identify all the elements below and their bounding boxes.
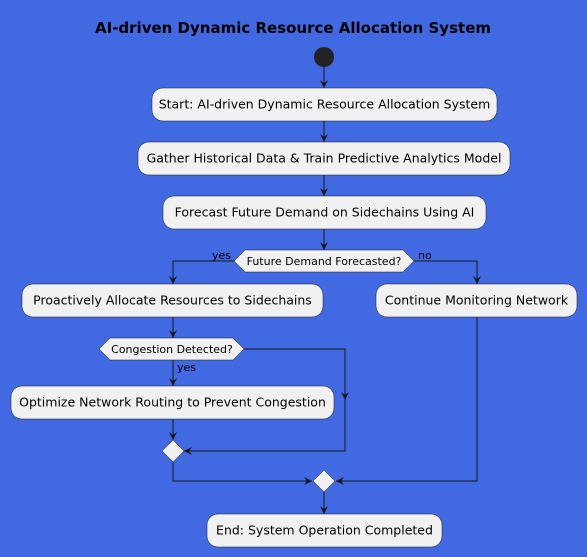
- forecast-yes-label: yes: [212, 249, 231, 262]
- node-start-activity-label: Start: AI-driven Dynamic Resource Alloca…: [159, 97, 491, 112]
- arrowhead: [473, 276, 481, 284]
- arrowhead: [336, 477, 344, 485]
- edge-inner-merge-to-outer: [172, 462, 312, 482]
- diagram-title: AI-driven Dynamic Resource Allocation Sy…: [95, 19, 491, 37]
- arrowhead: [169, 378, 177, 386]
- merge-inner: [161, 439, 185, 463]
- edge-decision-yes: [172, 260, 234, 284]
- start-node: [314, 47, 334, 67]
- edges: [172, 67, 478, 514]
- node-forecast-demand: Forecast Future Demand on Sidechains Usi…: [162, 195, 487, 230]
- node-end-activity: End: System Operation Completed: [206, 513, 443, 548]
- node-start-activity: Start: AI-driven Dynamic Resource Alloca…: [151, 87, 498, 122]
- node-optimize-routing: Optimize Network Routing to Prevent Cong…: [10, 385, 335, 420]
- node-end-activity-label: End: System Operation Completed: [216, 523, 433, 538]
- node-forecast-demand-label: Forecast Future Demand on Sidechains Usi…: [175, 205, 475, 220]
- decision-congestion: Congestion Detected?: [98, 337, 245, 361]
- arrowhead: [169, 330, 177, 338]
- arrowhead: [320, 134, 328, 142]
- decision-forecast: Future Demand Forecasted?: [233, 249, 415, 273]
- arrowhead: [320, 242, 328, 250]
- edge-monitor-to-merge: [336, 317, 478, 482]
- node-optimize-routing-label: Optimize Network Routing to Prevent Cong…: [19, 395, 326, 410]
- node-gather-data: Gather Historical Data & Train Predictiv…: [137, 141, 511, 176]
- arrowhead: [341, 392, 349, 400]
- arrowhead: [320, 506, 328, 514]
- edge-decision-no: [414, 260, 478, 284]
- arrowhead: [320, 188, 328, 196]
- arrowhead: [304, 477, 312, 485]
- node-allocate-resources-label: Proactively Allocate Resources to Sidech…: [33, 293, 312, 308]
- arrowhead: [169, 276, 177, 284]
- decision-congestion-label: Congestion Detected?: [111, 343, 233, 356]
- arrowhead: [184, 447, 192, 455]
- arrowheads: [169, 80, 481, 514]
- merge-outer: [312, 469, 336, 493]
- node-allocate-resources: Proactively Allocate Resources to Sidech…: [21, 283, 324, 318]
- congestion-yes-label: yes: [177, 361, 196, 374]
- arrowhead: [320, 80, 328, 88]
- node-continue-monitoring-label: Continue Monitoring Network: [385, 293, 569, 308]
- forecast-no-label: no: [418, 249, 432, 262]
- decision-forecast-label: Future Demand Forecasted?: [247, 255, 402, 268]
- arrowhead: [169, 432, 177, 440]
- node-gather-data-label: Gather Historical Data & Train Predictiv…: [147, 151, 502, 166]
- node-continue-monitoring: Continue Monitoring Network: [375, 283, 578, 318]
